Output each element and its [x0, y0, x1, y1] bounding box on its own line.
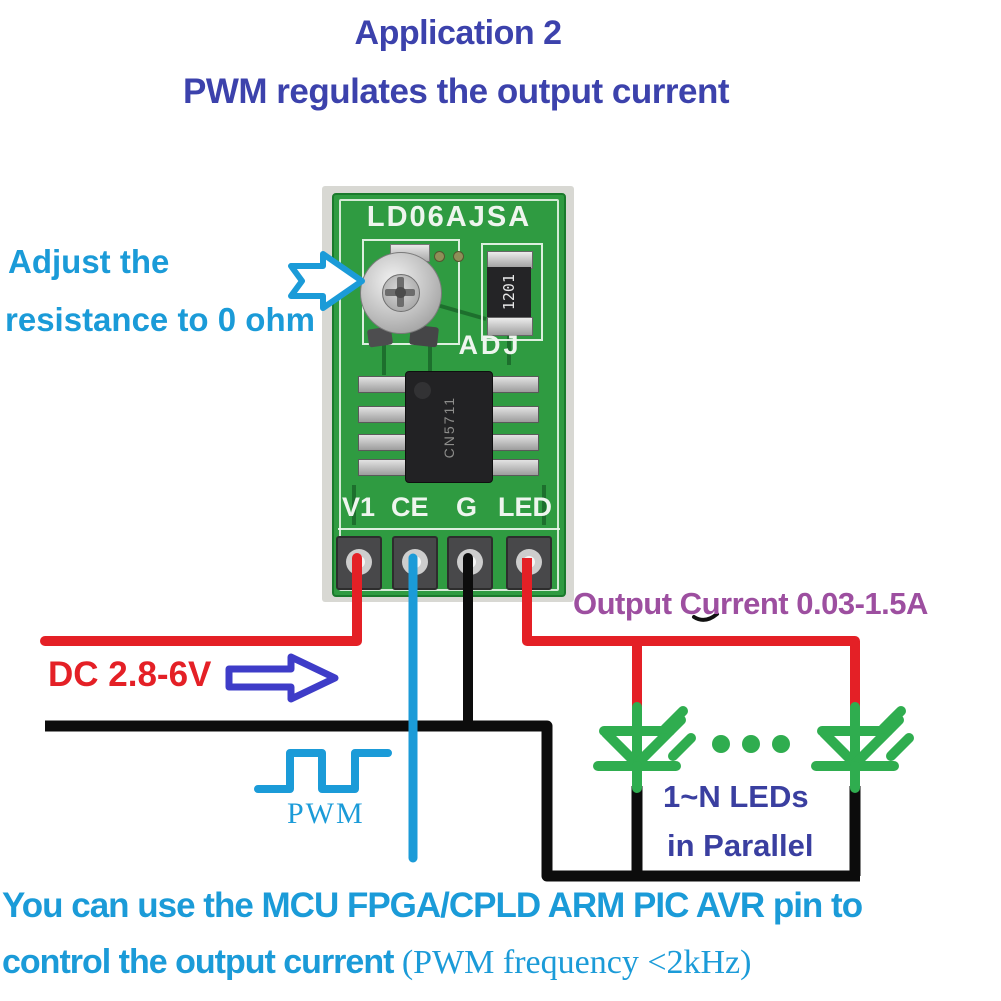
- footer-note-line2: control the output current (PWM frequenc…: [2, 943, 751, 982]
- pcb-silkscreen-frame: [339, 199, 559, 591]
- ic-lead: [358, 406, 408, 423]
- ic-lead: [358, 376, 408, 393]
- pad-led: [506, 536, 552, 590]
- pin-label-row: V1 CE G LED: [334, 492, 564, 526]
- output-current-label: Output Current 0.03-1.5A: [573, 586, 928, 621]
- resistor-code-label: 1201: [500, 273, 518, 311]
- pcb-via: [453, 251, 464, 262]
- ic-lead: [489, 376, 539, 393]
- footer-note-line2-bold: control the output current: [2, 943, 402, 981]
- more-leds-ellipsis-icon: [712, 735, 790, 753]
- resistor-cap: [487, 317, 533, 336]
- pin-label-led: LED: [498, 492, 552, 522]
- leds-note-line2: in Parallel: [667, 828, 814, 863]
- pad-v1: [336, 536, 382, 590]
- ic-lead: [489, 434, 539, 451]
- ic-pin1-dimple: [414, 382, 431, 399]
- pcb-module-photo: LD06AJSA 1201 ADJ: [322, 186, 574, 602]
- pin-label-v1: V1: [342, 492, 376, 522]
- leds-note-line1: 1~N LEDs: [663, 779, 809, 814]
- led2-symbol-icon: [811, 702, 914, 793]
- pcb-board: LD06AJSA 1201 ADJ: [332, 193, 566, 597]
- dc-positive-wire: [40, 553, 362, 646]
- dc-input-arrow-icon: [225, 653, 339, 703]
- resistor-body: 1201: [487, 267, 531, 317]
- ic-lead: [489, 406, 539, 423]
- application-title: Application 2: [354, 14, 562, 52]
- footer-note-line1: You can use the MCU FPGA/CPLD ARM PIC AV…: [2, 886, 863, 925]
- silkscreen-separator: [338, 528, 560, 530]
- application-subtitle: PWM regulates the output current: [183, 72, 729, 111]
- pin-label-g: G: [456, 492, 478, 522]
- pin-label-ce: CE: [391, 492, 429, 522]
- ic-lead: [358, 459, 408, 476]
- footer-note-line2-freq: (PWM frequency <2kHz): [401, 944, 752, 981]
- pwm-waveform-icon: [254, 749, 392, 793]
- adjust-note-line2: resistance to 0 ohm: [5, 301, 315, 338]
- dc-input-label: DC 2.8-6V: [48, 655, 212, 694]
- ic-lead: [489, 459, 539, 476]
- resistor-outline: [481, 243, 543, 341]
- potentiometer-center-hole: [395, 287, 406, 298]
- led1-symbol-icon: [593, 702, 696, 793]
- pcb-via: [434, 251, 445, 262]
- pad-ce: [392, 536, 438, 590]
- pwm-label: PWM: [287, 797, 365, 830]
- ic-part-number: CN5711: [441, 395, 457, 459]
- adjust-note-line1: Adjust the: [8, 243, 170, 280]
- pad-g: [447, 536, 493, 590]
- pcb-model-label: LD06AJSA: [366, 201, 532, 233]
- led-output-wire: [522, 558, 860, 709]
- adj-label: ADJ: [458, 330, 522, 360]
- ic-lead: [358, 434, 408, 451]
- ic-chip: CN5711: [405, 371, 493, 483]
